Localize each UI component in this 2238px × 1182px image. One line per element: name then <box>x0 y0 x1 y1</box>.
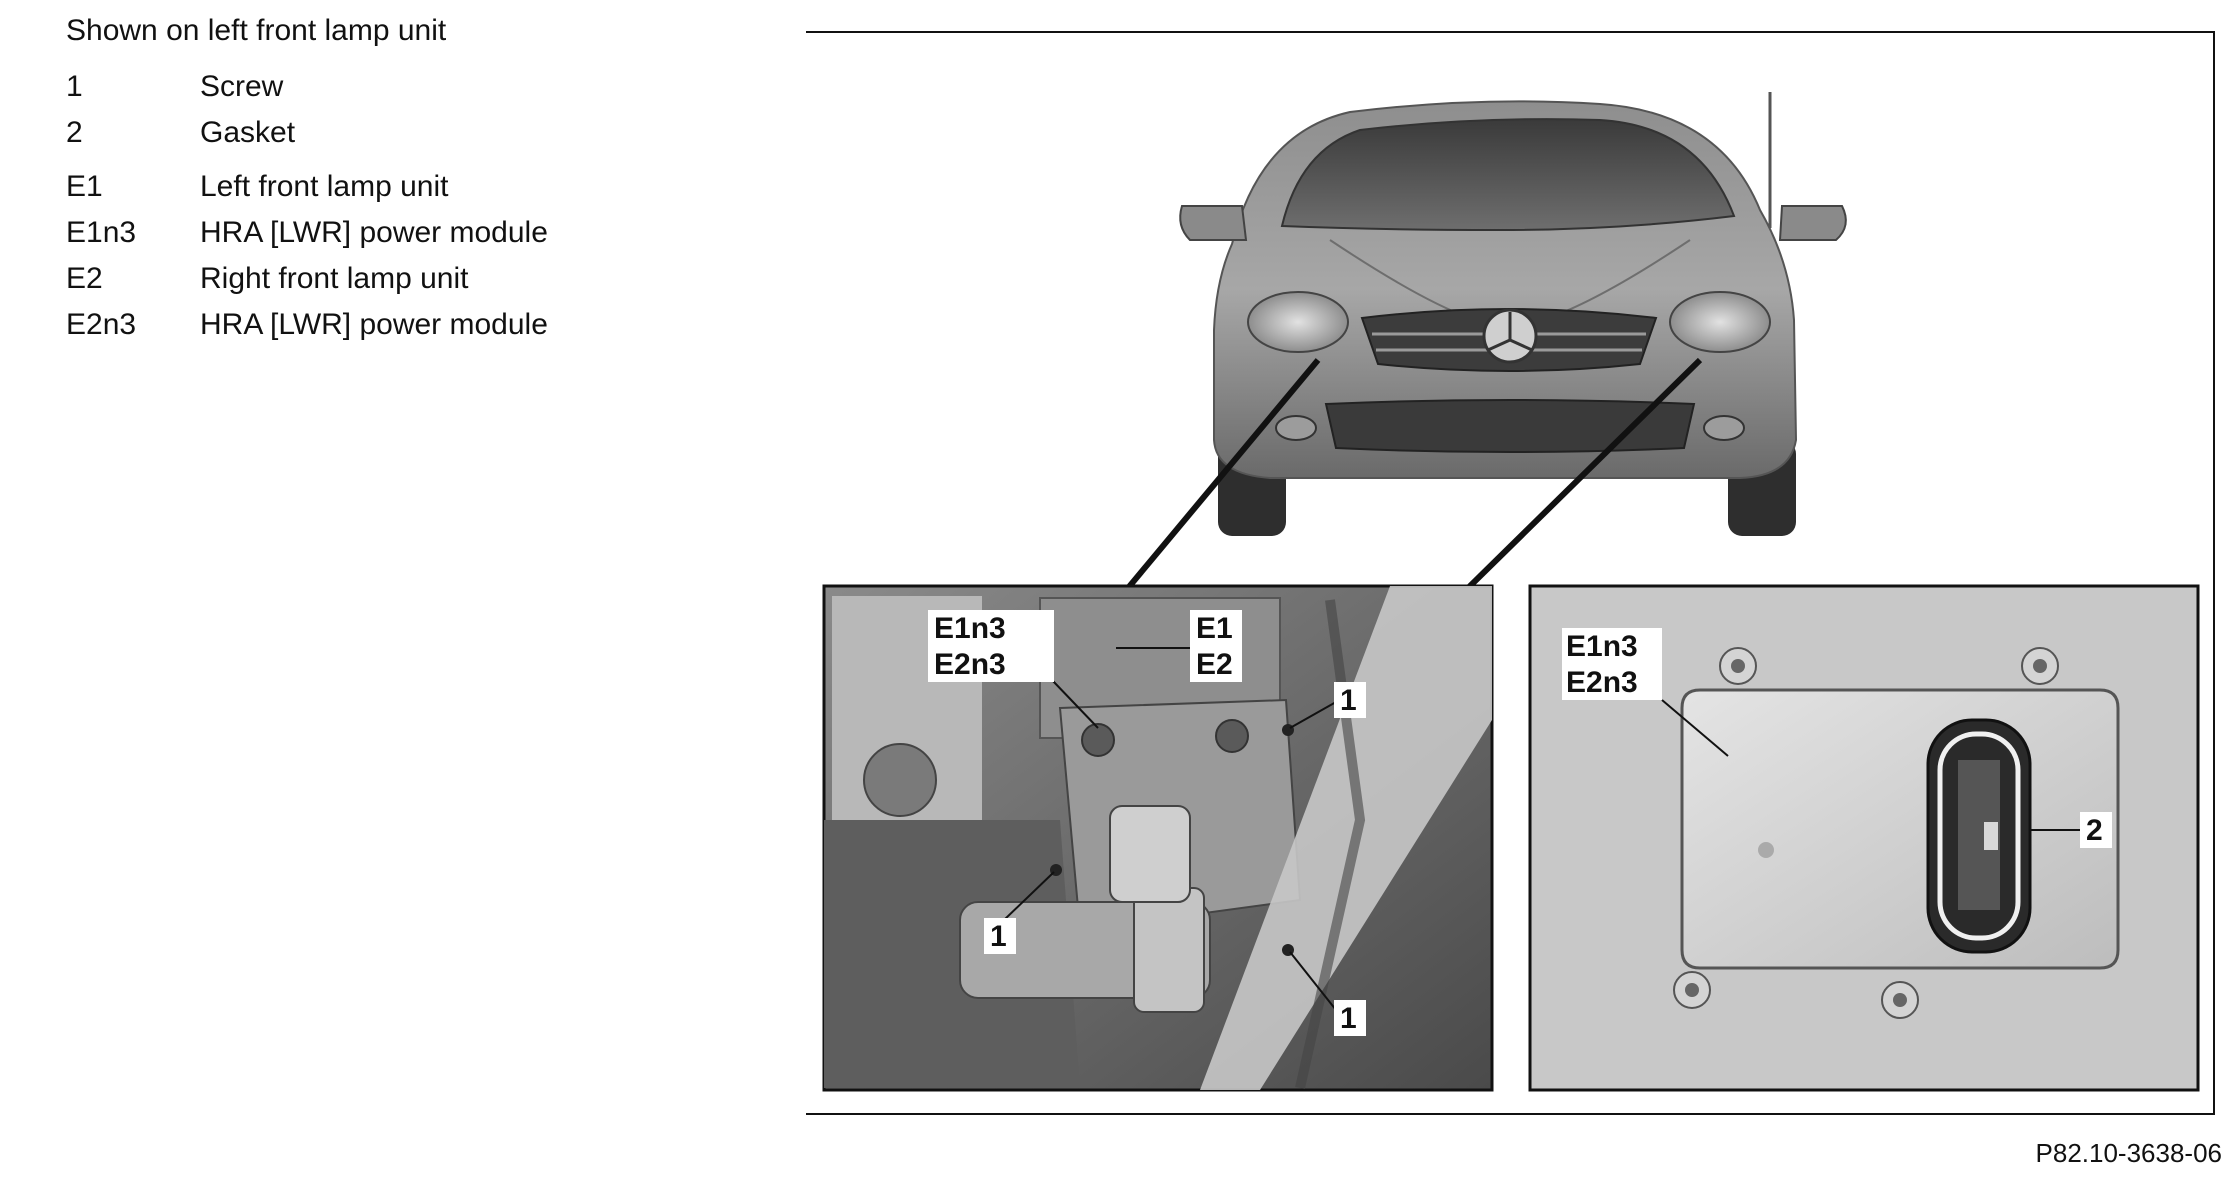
callout-screw: 1 <box>990 920 1007 953</box>
callout-e1n3: E1n3 <box>934 612 1006 645</box>
legend-desc: HRA [LWR] power module <box>200 216 548 249</box>
leader-lines <box>1125 357 1703 591</box>
legend-desc: Screw <box>200 70 284 103</box>
legend-desc: Left front lamp unit <box>200 170 449 203</box>
legend-key: E1n3 <box>66 216 137 249</box>
callout-screw: 1 <box>1340 684 1357 717</box>
legend-key: 2 <box>66 116 83 149</box>
power-module-photo-panel: E1n3 E2n3 2 <box>1528 584 2200 1092</box>
figure-caption: Shown on left front lamp unit <box>66 14 447 47</box>
callout-e2n3: E2n3 <box>934 648 1006 681</box>
car-front-view <box>1179 92 1847 536</box>
legend-desc: Gasket <box>200 116 296 149</box>
callout-e2n3: E2n3 <box>1566 666 1638 699</box>
callout-e1n3: E1n3 <box>1566 630 1638 663</box>
callout-e1: E1 <box>1196 612 1233 645</box>
legend-key: E1 <box>66 170 103 203</box>
legend-desc: HRA [LWR] power module <box>200 308 548 341</box>
legend-key: 1 <box>66 70 83 103</box>
callout-screw: 1 <box>1340 1002 1357 1035</box>
legend-key: E2n3 <box>66 308 137 341</box>
legend-desc: Right front lamp unit <box>200 262 469 295</box>
callout-gasket: 2 <box>2086 814 2103 847</box>
figure-frame <box>806 31 2215 1115</box>
callout-e2: E2 <box>1196 648 1233 681</box>
figure-reference-number: P82.10-3638-06 <box>2035 1138 2222 1168</box>
legend-key: E2 <box>66 262 103 295</box>
lamp-unit-photo-panel: E1n3 E2n3 E1 E2 1 1 1 <box>822 584 1494 1092</box>
